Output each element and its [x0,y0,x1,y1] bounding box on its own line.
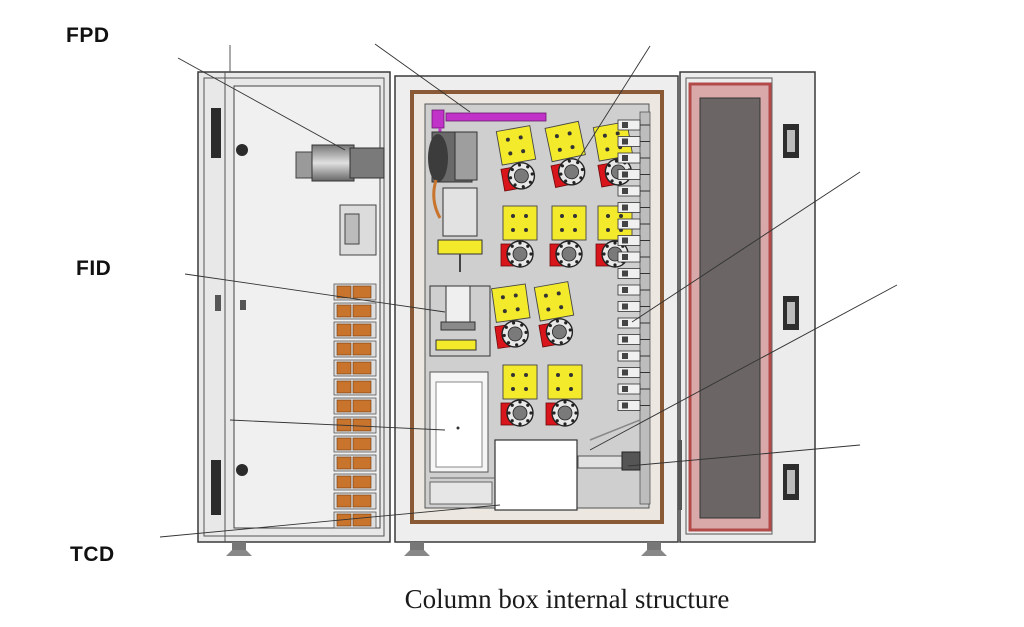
leader-fid [184,273,446,313]
connector [617,136,650,147]
leader-right-3 [627,444,861,467]
connector [617,152,650,164]
tcd-module [333,416,377,434]
label-tcd: TCD [70,543,115,566]
connector-column [617,119,650,411]
leader-top-right [577,45,651,161]
valve [500,205,538,268]
valve [495,125,537,192]
connector [617,185,650,197]
tcd-module [333,473,377,491]
valve [533,281,575,348]
valve [544,120,586,188]
tcd-module [333,340,377,358]
leader-right-2 [589,284,898,451]
leader-oven [229,419,446,431]
connector [617,317,650,329]
latch-top [783,124,799,158]
tcd-module [333,321,377,339]
detector-assembly [428,131,483,272]
leader-tcd [159,504,501,538]
hinge-top [211,108,248,158]
fpd-cylinder [295,144,385,182]
connector [617,235,650,246]
connector [617,400,650,411]
tcd-module-stack [333,283,377,529]
door-bracket [339,204,377,256]
tcd-module [333,435,377,453]
connector [617,383,650,395]
hinge-middle [215,295,246,311]
connector [617,119,650,131]
tcd-module [333,283,377,301]
tcd-module [333,397,377,415]
valve [491,283,531,349]
connector [617,218,650,230]
main-cabinet [226,75,679,556]
connector [617,301,650,312]
leader-right-1 [631,171,861,323]
tcd-module [333,454,377,472]
left-door [197,45,391,543]
power-box [429,439,578,511]
tcd-module [333,302,377,320]
door-window [699,97,761,519]
connector [617,367,650,378]
leader-fpd [177,57,346,151]
hinge-bottom [211,460,248,515]
valve [500,364,538,427]
leader-top-center [374,43,471,113]
latch-middle [783,296,799,330]
valve-array [491,120,634,427]
connector [617,284,650,296]
connector [617,202,650,213]
valve [545,364,583,427]
connector [617,268,650,279]
latch-bottom [783,464,799,500]
connector [617,334,650,345]
cabinet-feet [226,542,667,556]
tcd-module [333,359,377,377]
valve [549,205,587,268]
tcd-module [333,511,377,529]
connector [617,169,650,180]
diagram-caption: Column box internal structure [404,584,730,614]
tcd-module [333,378,377,396]
tcd-module [333,492,377,510]
connector [617,350,650,362]
injector-pipe [431,109,547,140]
oven-box [429,371,489,473]
leader-lines [159,43,898,538]
label-fpd: FPD [66,24,110,47]
connector [617,251,650,263]
fid-assembly [429,285,491,357]
label-fid: FID [76,257,112,280]
right-door [678,71,816,543]
